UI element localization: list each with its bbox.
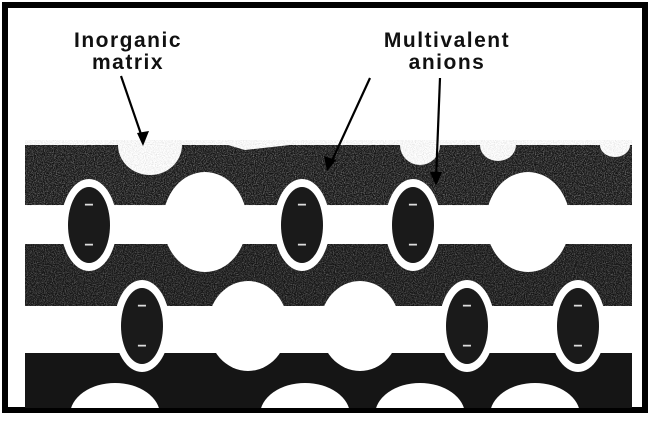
anion-charge-top: − xyxy=(408,197,417,214)
anion-1: −− xyxy=(61,179,117,271)
anions-label-line1: Multivalent xyxy=(342,30,552,52)
anion-charge-top: − xyxy=(137,298,146,315)
anion-4: −− xyxy=(114,280,170,372)
anions-label-line2: anions xyxy=(342,52,552,74)
anion-charge-top: − xyxy=(84,197,93,214)
anion-charge-bottom: − xyxy=(408,237,417,254)
anion-charge-bottom: − xyxy=(297,237,306,254)
multivalent-anions-label: Multivalent anions xyxy=(342,30,552,74)
anion-charge-bottom: − xyxy=(137,338,146,355)
anion-charge-bottom: − xyxy=(573,338,582,355)
anion-2: −− xyxy=(274,179,330,271)
anion-5: −− xyxy=(439,280,495,372)
anion-3: −− xyxy=(385,179,441,271)
anion-charge-bottom: − xyxy=(462,338,471,355)
anion-charge-top: − xyxy=(462,298,471,315)
anion-charge-top: − xyxy=(297,197,306,214)
partial-label-top: Inorgan xyxy=(52,6,132,29)
inorganic-matrix-label: Inorganic matrix xyxy=(28,30,228,74)
anion-charge-bottom: − xyxy=(84,237,93,254)
inorganic-label-line1: Inorganic xyxy=(28,30,228,52)
anion-6: −− xyxy=(550,280,606,372)
anion-charge-top: − xyxy=(573,298,582,315)
matrix-layers: −−−−−−−−−−−− xyxy=(25,140,632,422)
inorganic-label-line2: matrix xyxy=(28,52,228,74)
